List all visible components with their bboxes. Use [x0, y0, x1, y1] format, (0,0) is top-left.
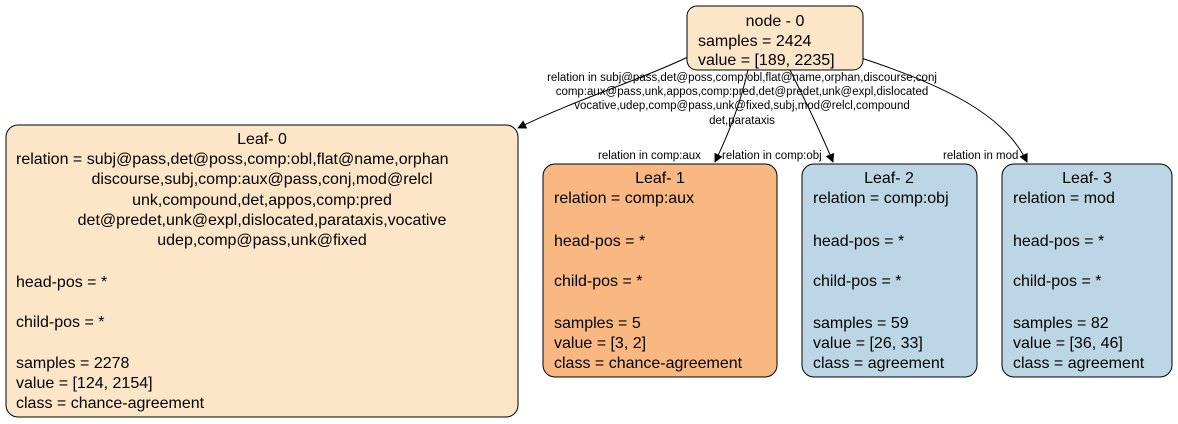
edge-label-leaf0-line2: comp:aux@pass,unk,appos,comp:pred,det@pr… — [556, 86, 929, 98]
root-node-value: value = [189, 2235] — [698, 52, 835, 69]
leaf-0-title: Leaf- 0 — [237, 131, 287, 148]
leaf-1-title: Leaf- 1 — [635, 170, 685, 187]
edge-labels: relation in subj@pass,det@poss,comp:obl,… — [547, 72, 1018, 162]
edge-root-to-leaf3 — [854, 55, 1028, 163]
leaf-3-class: class = agreement — [1013, 355, 1145, 372]
leaf-0-head-pos: head-pos = * — [16, 274, 107, 291]
leaf-1-value: value = [3, 2] — [554, 335, 646, 352]
leaf-1-relation: relation = comp:aux — [554, 190, 694, 207]
leaf-3-samples: samples = 82 — [1013, 315, 1109, 332]
leaf-0-relation-line-5: udep,comp@pass,unk@fixed — [157, 232, 366, 249]
leaf-0-relation-line-4: det@predet,unk@expl,dislocated,parataxis… — [78, 212, 447, 229]
root-node: node - 0 samples = 2424 value = [189, 22… — [686, 5, 864, 71]
leaf-0-child-pos: child-pos = * — [16, 314, 105, 331]
leaf-3-child-pos: child-pos = * — [1013, 273, 1102, 290]
leaf-node-2: Leaf- 2 relation = comp:obj head-pos = *… — [801, 163, 978, 378]
root-node-title: node - 0 — [746, 13, 805, 30]
root-node-box — [686, 5, 864, 71]
leaf-3-box — [1001, 163, 1173, 378]
leaf-2-class: class = agreement — [813, 355, 945, 372]
leaf-0-box — [5, 124, 519, 418]
edge-root-to-leaf2 — [789, 69, 835, 163]
edge-label-leaf1: relation in comp:aux — [598, 150, 701, 162]
leaf-1-box — [542, 163, 778, 378]
leaf-1-child-pos: child-pos = * — [554, 273, 643, 290]
leaf-3-value: value = [36, 46] — [1013, 335, 1123, 352]
leaf-3-title: Leaf- 3 — [1062, 170, 1112, 187]
edge-label-leaf3: relation in mod — [943, 150, 1018, 162]
leaf-0-value: value = [124, 2154] — [16, 375, 153, 392]
leaf-2-child-pos: child-pos = * — [813, 273, 902, 290]
leaf-2-box — [801, 163, 978, 378]
leaf-0-relation-line-1: relation = subj@pass,det@poss,comp:obl,f… — [16, 151, 449, 168]
leaf-2-samples: samples = 59 — [813, 315, 909, 332]
leaf-0-samples: samples = 2278 — [16, 355, 130, 372]
edge-label-leaf0-line4: det,parataxis — [709, 115, 775, 127]
edge-label-leaf0-line1: relation in subj@pass,det@poss,comp:obl,… — [547, 72, 937, 84]
edge-label-leaf0-line3: vocative,udep,comp@pass,unk@fixed,subj,m… — [574, 100, 909, 112]
leaf-1-samples: samples = 5 — [554, 315, 641, 332]
leaf-0-class: class = chance-agreement — [16, 395, 205, 412]
leaf-2-relation: relation = comp:obj — [813, 190, 949, 207]
edge-label-leaf2: relation in comp:obj — [722, 150, 822, 162]
edge-root-to-leaf0 — [517, 55, 691, 129]
root-node-samples: samples = 2424 — [698, 33, 812, 50]
leaf-node-1: Leaf- 1 relation = comp:aux head-pos = *… — [542, 163, 778, 378]
leaf-2-head-pos: head-pos = * — [813, 233, 904, 250]
leaf-1-class: class = chance-agreement — [554, 355, 743, 372]
leaf-3-relation: relation = mod — [1013, 190, 1115, 207]
edges — [517, 55, 1028, 163]
leaf-3-head-pos: head-pos = * — [1013, 233, 1104, 250]
leaf-1-head-pos: head-pos = * — [554, 233, 645, 250]
leaf-2-title: Leaf- 2 — [864, 170, 914, 187]
leaf-node-3: Leaf- 3 relation = mod head-pos = * chil… — [1001, 163, 1173, 378]
leaf-0-relation-line-2: discourse,subj,comp:aux@pass,conj,mod@re… — [91, 171, 432, 188]
edge-root-to-leaf1 — [714, 69, 749, 163]
leaf-node-0: Leaf- 0 relation = subj@pass,det@poss,co… — [5, 124, 519, 418]
leaf-0-relation-line-3: unk,compound,det,appos,comp:pred — [132, 192, 392, 209]
leaf-2-value: value = [26, 33] — [813, 335, 923, 352]
